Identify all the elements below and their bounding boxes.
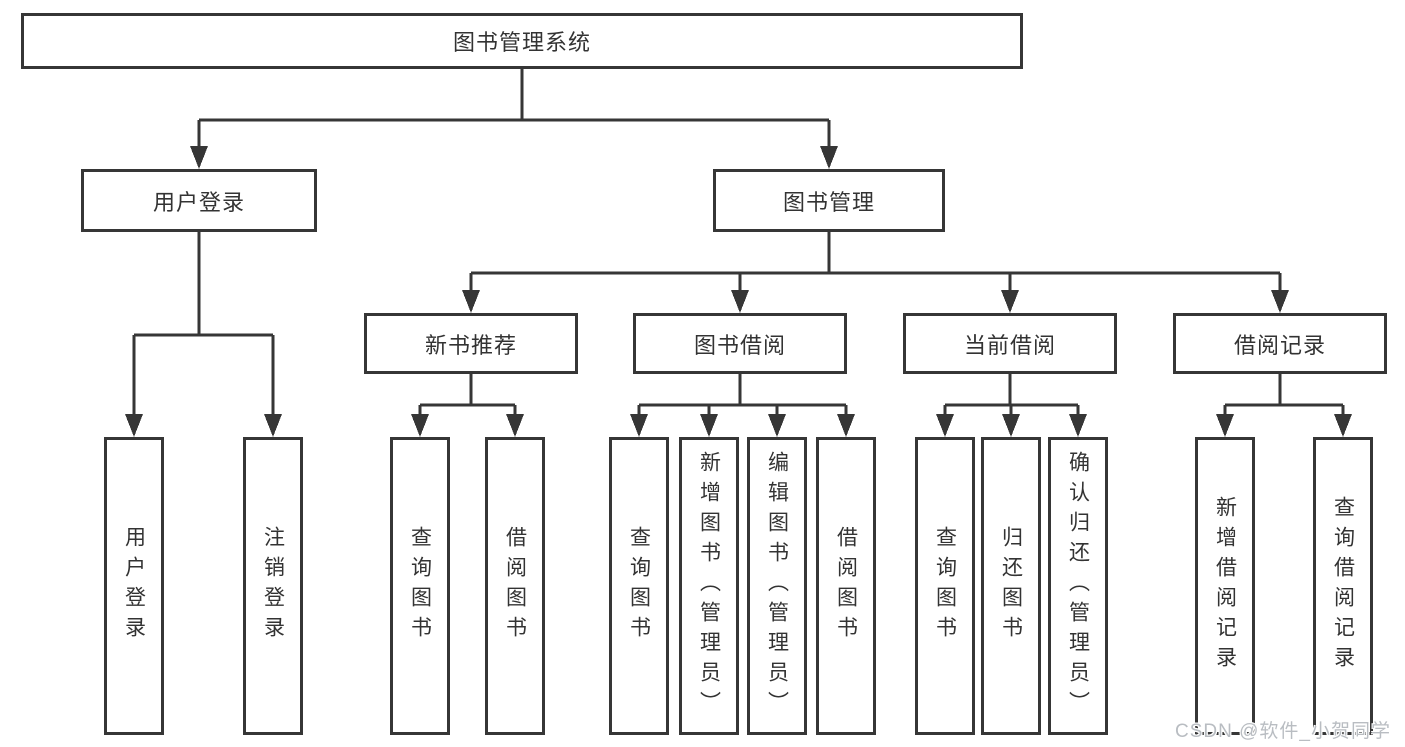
leaf-label: 编辑图书（管理员） bbox=[765, 451, 789, 721]
node-label: 图书管理 bbox=[782, 189, 875, 215]
node-user-login: 用户登录 bbox=[81, 169, 317, 232]
node-current-borrow: 当前借阅 bbox=[903, 313, 1117, 374]
leaf-label: 注销登录 bbox=[261, 526, 285, 646]
leaf-label: 借阅图书 bbox=[834, 526, 858, 646]
leaf-user-login: 用户登录 bbox=[104, 437, 164, 735]
leaf-label: 借阅图书 bbox=[503, 526, 527, 646]
leaf-query-book-recommend: 查询图书 bbox=[390, 437, 450, 735]
node-book-management: 图书管理 bbox=[713, 169, 945, 232]
leaf-add-borrow-record: 新增借阅记录 bbox=[1195, 437, 1255, 735]
node-label: 新书推荐 bbox=[424, 332, 517, 358]
leaf-label: 查询图书 bbox=[933, 526, 957, 646]
leaf-query-book-borrow: 查询图书 bbox=[609, 437, 669, 735]
leaf-confirm-return-admin: 确认归还（管理员） bbox=[1048, 437, 1108, 735]
connector-new-book-recommend-to-leaves bbox=[418, 374, 517, 418]
csdn-watermark: CSDN @软件_小贺同学 bbox=[1175, 721, 1391, 742]
connector-user-login-to-leaves bbox=[132, 232, 275, 418]
node-label: 图书借阅 bbox=[693, 332, 786, 358]
node-book-borrow: 图书借阅 bbox=[633, 313, 847, 374]
connector-book-borrow-to-leaves bbox=[637, 374, 848, 418]
node-borrow-records: 借阅记录 bbox=[1173, 313, 1387, 374]
leaf-logout: 注销登录 bbox=[243, 437, 303, 735]
leaf-label: 确认归还（管理员） bbox=[1066, 451, 1090, 721]
leaf-query-borrow-record: 查询借阅记录 bbox=[1313, 437, 1373, 735]
leaf-borrow-book-recommend: 借阅图书 bbox=[485, 437, 545, 735]
connector-book-management-to-level2 bbox=[469, 232, 1282, 294]
leaf-label: 新增图书（管理员） bbox=[697, 451, 721, 721]
connector-current-borrow-to-leaves bbox=[943, 374, 1080, 418]
node-new-book-recommend: 新书推荐 bbox=[364, 313, 578, 374]
node-label: 借阅记录 bbox=[1233, 332, 1326, 358]
node-label: 图书管理系统 bbox=[452, 30, 591, 55]
leaf-query-book-current: 查询图书 bbox=[915, 437, 975, 735]
leaf-add-book-admin: 新增图书（管理员） bbox=[679, 437, 739, 735]
leaf-edit-book-admin: 编辑图书（管理员） bbox=[747, 437, 807, 735]
node-label: 用户登录 bbox=[152, 189, 245, 215]
leaf-borrow-book: 借阅图书 bbox=[816, 437, 876, 735]
arrowhead-icons bbox=[125, 146, 1352, 437]
connector-borrow-records-to-leaves bbox=[1223, 374, 1345, 418]
leaf-label: 用户登录 bbox=[122, 526, 146, 646]
leaf-label: 查询图书 bbox=[627, 526, 651, 646]
leaf-label: 新增借阅记录 bbox=[1213, 496, 1237, 676]
leaf-label: 查询图书 bbox=[408, 526, 432, 646]
leaf-label: 归还图书 bbox=[999, 526, 1023, 646]
node-library-management-system: 图书管理系统 bbox=[21, 13, 1023, 69]
connector-root-to-level1 bbox=[197, 69, 831, 150]
node-label: 当前借阅 bbox=[963, 332, 1056, 358]
leaf-label: 查询借阅记录 bbox=[1331, 496, 1355, 676]
leaf-return-book: 归还图书 bbox=[981, 437, 1041, 735]
